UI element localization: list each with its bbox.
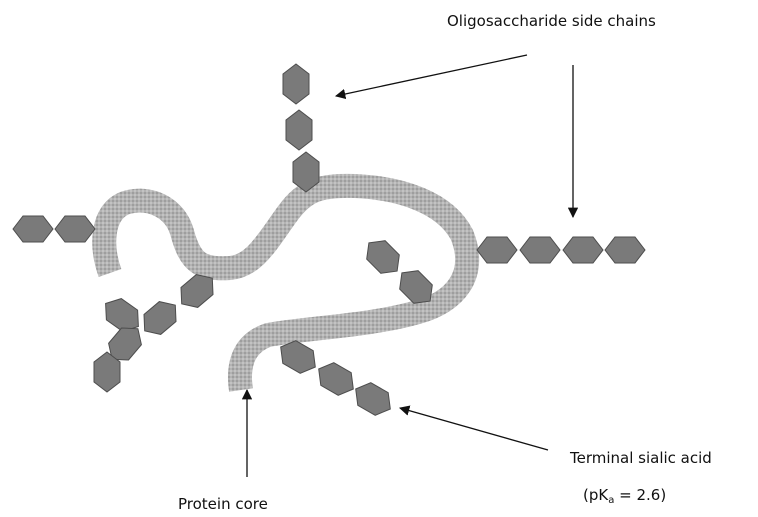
sugar-unit-17 (319, 363, 354, 396)
sugar-unit-14 (109, 328, 142, 360)
sugar-unit-6 (520, 237, 560, 263)
sugar-unit-3 (13, 216, 53, 242)
sugar-unit-12 (144, 302, 176, 335)
label-oligosaccharide-side-chains: Oligosaccharide side chains (447, 12, 656, 30)
sugar-unit-18 (356, 383, 391, 416)
pka-prefix: (pK (583, 486, 608, 504)
sugar-unit-11 (181, 275, 213, 308)
sugar-unit-10 (400, 271, 433, 304)
sugar-unit-13 (106, 299, 139, 332)
sugar-unit-4 (55, 216, 95, 242)
sugar-unit-1 (286, 110, 312, 150)
sugar-unit-16 (281, 341, 316, 374)
sugar-unit-8 (605, 237, 645, 263)
label-terminal-sialic-acid: Terminal sialic acid (570, 449, 712, 467)
sugar-unit-5 (477, 237, 517, 263)
label-protein-core: Protein core (178, 495, 268, 513)
sugar-unit-9 (367, 241, 400, 274)
label-pka-value: (pKa = 2.6) (583, 486, 666, 506)
sugar-unit-0 (283, 64, 309, 104)
pka-suffix: = 2.6) (614, 486, 666, 504)
arrow-sialic (400, 408, 548, 450)
arrow-oligo-left (336, 55, 527, 96)
sugar-unit-7 (563, 237, 603, 263)
